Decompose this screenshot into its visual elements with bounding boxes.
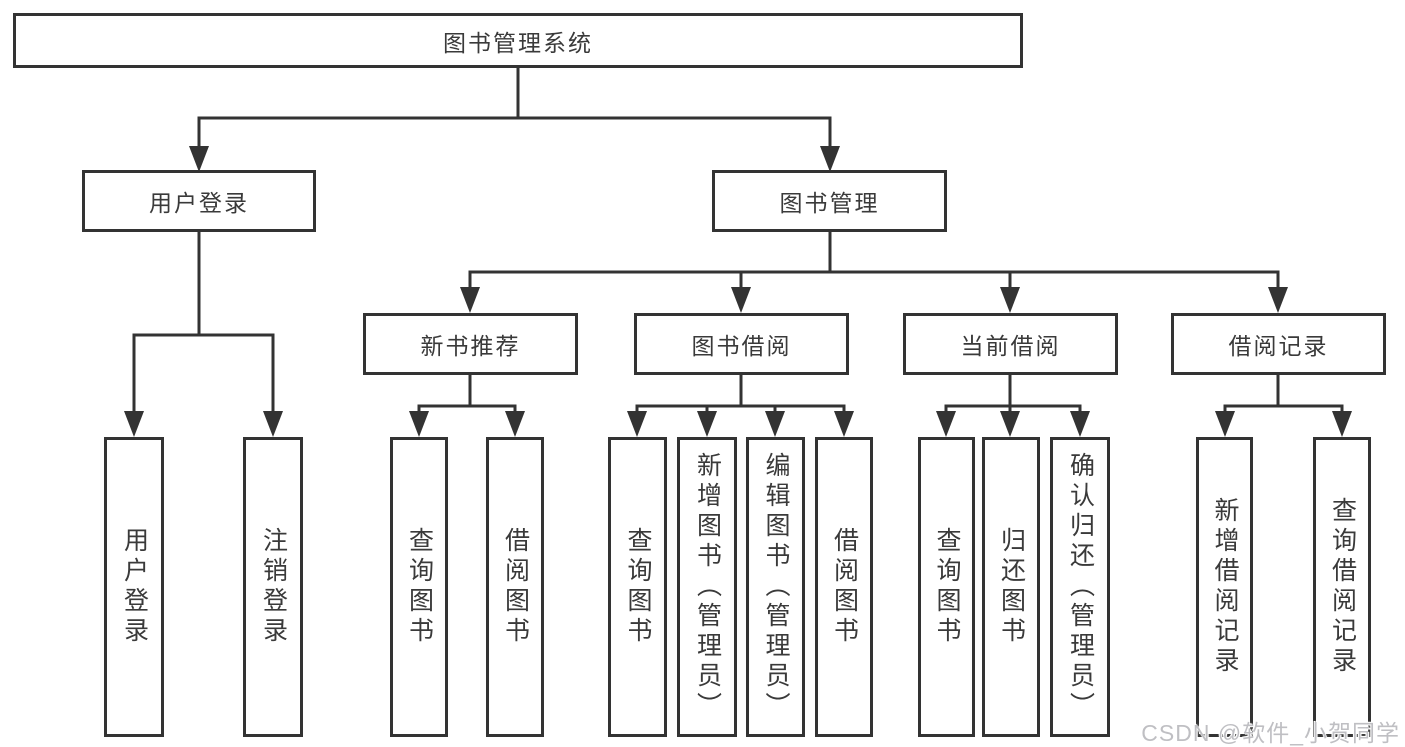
leaf-label: 注销登录 [259, 527, 288, 647]
node-user-login: 用户登录 [82, 170, 316, 232]
leaf-confirm-return-admin: 确认归还（管理员） [1050, 437, 1110, 737]
leaf-add-borrow-record: 新增借阅记录 [1196, 437, 1253, 737]
leaf-borrow-books-recommend: 借阅图书 [486, 437, 544, 737]
leaf-add-book-admin: 新增图书（管理员） [677, 437, 737, 737]
leaf-label: 新增图书（管理员） [693, 452, 722, 722]
node-current-borrowing: 当前借阅 [903, 313, 1118, 375]
node-label: 借阅记录 [1228, 333, 1329, 359]
leaf-label: 编辑图书（管理员） [762, 452, 790, 722]
leaf-query-books-borrowing: 查询图书 [608, 437, 667, 737]
node-library-system: 图书管理系统 [13, 13, 1023, 68]
leaf-borrow-books-borrowing: 借阅图书 [815, 437, 873, 737]
leaf-label: 归还图书 [997, 527, 1026, 647]
node-book-borrowing: 图书借阅 [634, 313, 849, 375]
node-label: 当前借阅 [960, 333, 1061, 359]
node-label: 用户登录 [149, 190, 249, 216]
node-label: 新书推荐 [420, 333, 521, 359]
node-book-management: 图书管理 [712, 170, 947, 232]
leaf-label: 用户登录 [120, 527, 149, 647]
leaf-query-borrow-record: 查询借阅记录 [1313, 437, 1371, 737]
leaf-label: 新增借阅记录 [1211, 497, 1239, 677]
node-label: 图书借阅 [691, 333, 792, 359]
node-label: 图书管理 [779, 190, 880, 216]
leaf-edit-book-admin: 编辑图书（管理员） [746, 437, 805, 737]
leaf-label: 借阅图书 [830, 527, 859, 647]
leaf-query-books-current: 查询图书 [918, 437, 975, 737]
leaf-label: 查询图书 [405, 527, 434, 647]
leaf-user-login: 用户登录 [104, 437, 164, 737]
node-borrowing-records: 借阅记录 [1171, 313, 1386, 375]
leaf-label: 查询图书 [624, 527, 652, 647]
leaf-return-books: 归还图书 [982, 437, 1040, 737]
node-label: 图书管理系统 [443, 29, 593, 56]
node-new-book-recommend: 新书推荐 [363, 313, 578, 375]
csdn-watermark: CSDN @软件_小贺同学 [1141, 720, 1400, 746]
leaf-label: 查询图书 [933, 527, 961, 647]
leaf-query-books-recommend: 查询图书 [390, 437, 448, 737]
leaf-label: 查询借阅记录 [1328, 497, 1357, 677]
leaf-label: 确认归还（管理员） [1066, 452, 1095, 722]
leaf-logout: 注销登录 [243, 437, 303, 737]
leaf-label: 借阅图书 [501, 527, 530, 647]
